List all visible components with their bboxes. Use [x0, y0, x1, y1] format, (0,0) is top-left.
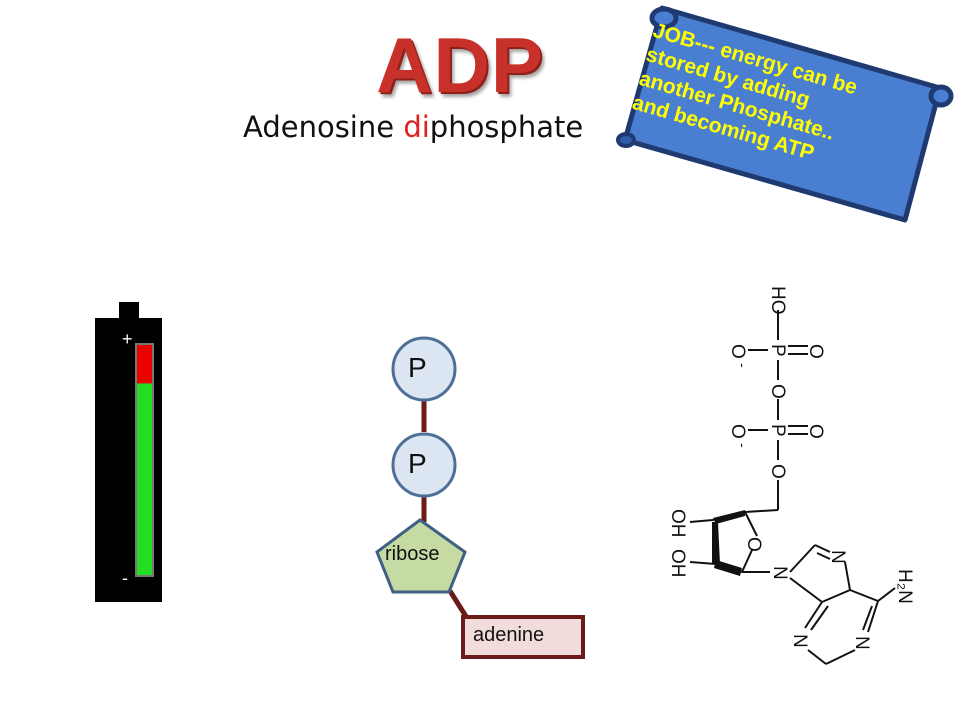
battery-icon [95, 302, 162, 602]
atom-ho-top: HO [767, 286, 788, 315]
atom-p-upper: P [767, 344, 788, 357]
battery-charge-level [137, 383, 152, 575]
scroll-banner [616, 5, 954, 223]
adp-chemical-structure: HO P O O - O P O O - O O OH OH N N N N H… [667, 286, 915, 665]
atom-o-ester: O [767, 464, 788, 479]
atom-oh-upper: OH [667, 509, 688, 538]
phosphate-circle-1 [391, 336, 457, 402]
ribose-label: ribose [385, 543, 440, 565]
ribose-pentagon [375, 518, 467, 594]
atom-o-upper-left: O [727, 344, 748, 359]
atom-o-ring: O [743, 537, 764, 552]
atom-o-lower-right: O [805, 424, 826, 439]
atom-nh2: H₂N [894, 569, 915, 604]
bond-ribose-adenine [447, 589, 470, 620]
subtitle-suffix: phosphate [429, 110, 584, 144]
adp-schematic [375, 336, 585, 659]
phosphate-2-label: P [408, 448, 427, 479]
atom-p-lower: P [767, 424, 788, 437]
page-subtitle: Adenosine diphosphate [243, 110, 583, 144]
charge-upper-left: - [735, 363, 751, 368]
atom-o-bridge: O [767, 384, 788, 399]
atom-n9: N [769, 566, 790, 580]
atom-n3: N [789, 634, 810, 648]
subtitle-prefix: Adenosine [243, 110, 404, 144]
page-title: ADP [376, 21, 544, 109]
atom-n1: N [851, 636, 872, 650]
subtitle-highlight: di [403, 110, 430, 144]
atom-n7: N [827, 550, 848, 564]
phosphate-circle-2 [391, 432, 457, 498]
battery-plus-label: + [122, 329, 133, 349]
atom-o-lower-left: O [727, 424, 748, 439]
adenine-label: adenine [473, 624, 545, 646]
charge-lower-left: - [735, 443, 751, 448]
atom-o-upper-right: O [805, 344, 826, 359]
adenine-box [461, 615, 585, 659]
battery-minus-label: - [122, 568, 128, 588]
phosphate-1-label: P [408, 352, 427, 383]
atom-oh-lower: OH [667, 549, 688, 578]
